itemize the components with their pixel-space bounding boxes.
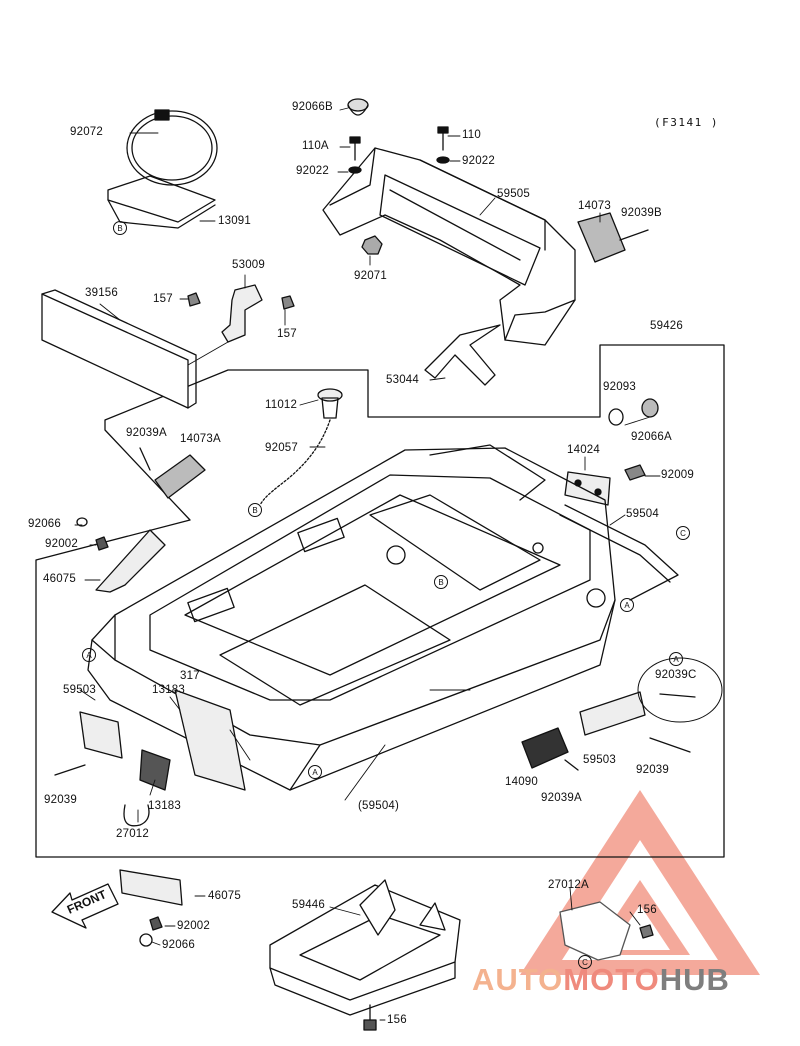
ref-circles	[82, 221, 690, 969]
label-157-right: 157	[277, 328, 297, 340]
ref-a-3: A	[673, 654, 679, 664]
label-110: 110	[462, 129, 481, 141]
label-92039A-top: 92039A	[126, 427, 167, 439]
ref-c-2: C	[582, 957, 588, 967]
label-156-bottom: 156	[387, 1014, 407, 1026]
front-arrow	[51, 883, 119, 929]
label-59504-ref: (59504)	[358, 800, 400, 812]
watermark-part-auto: AUTO	[472, 962, 564, 997]
label-92072: 92072	[70, 126, 103, 138]
label-13183-top: 13183	[152, 684, 185, 696]
label-13183-bottom: 13183	[148, 800, 181, 812]
label-110A: 110A	[302, 140, 329, 152]
label-92039A-bottom: 92039A	[541, 792, 582, 804]
label-13091: 13091	[218, 215, 251, 227]
ref-b-3: B	[438, 577, 444, 587]
label-92039C: 92039C	[655, 669, 697, 681]
label-92066B: 92066B	[292, 101, 333, 113]
label-27012A: 27012A	[548, 879, 589, 891]
label-92039-right: 92039	[636, 764, 669, 776]
label-92071: 92071	[354, 270, 387, 282]
label-46075-bottom: 46075	[208, 890, 241, 902]
label-14090: 14090	[505, 776, 538, 788]
label-46075-top: 46075	[43, 573, 76, 585]
ref-b-1: B	[117, 223, 123, 233]
label-59446: 59446	[292, 899, 325, 911]
strap-part	[107, 109, 218, 229]
label-92022-right: 92022	[462, 155, 495, 167]
ref-c-1: C	[680, 528, 686, 538]
label-92009: 92009	[661, 469, 694, 481]
label-92066-bottom: 92066	[162, 939, 195, 951]
label-92057: 92057	[265, 442, 298, 454]
ref-a-2: A	[86, 650, 92, 660]
label-59426: 59426	[650, 320, 683, 332]
label-11012: 11012	[265, 399, 298, 411]
label-92039-left: 92039	[44, 794, 77, 806]
label-59504: 59504	[626, 508, 659, 520]
watermark-text: AUTOMOTOHUB	[472, 962, 730, 998]
label-27012: 27012	[116, 828, 149, 840]
label-92039B: 92039B	[621, 207, 662, 219]
label-317: 317	[180, 670, 200, 682]
watermark-part-moto: MOTO	[563, 962, 660, 997]
ref-a-1: A	[624, 600, 630, 610]
leader-lines	[74, 107, 661, 1021]
label-14073A: 14073A	[180, 433, 221, 445]
label-92066: 92066	[28, 518, 61, 530]
label-92002-top: 92002	[45, 538, 78, 550]
label-59503-right: 59503	[583, 754, 616, 766]
label-14024: 14024	[567, 444, 600, 456]
ref-a-4: A	[312, 767, 318, 777]
frame-lines	[35, 344, 725, 858]
label-92002-bottom: 92002	[177, 920, 210, 932]
battery-tray	[269, 879, 461, 1031]
label-14073: 14073	[578, 200, 611, 212]
label-92093: 92093	[603, 381, 636, 393]
figure-code: (F3141 )	[654, 116, 719, 129]
carry-handle	[322, 147, 576, 346]
label-92022-left: 92022	[296, 165, 329, 177]
label-156-right: 156	[637, 904, 657, 916]
label-59505: 59505	[497, 188, 530, 200]
label-92066A: 92066A	[631, 431, 672, 443]
label-59503-left: 59503	[63, 684, 96, 696]
watermark-part-hub: HUB	[659, 962, 730, 997]
label-53044: 53044	[386, 374, 419, 386]
ref-b-2: B	[252, 505, 258, 515]
label-53009: 53009	[232, 259, 265, 271]
label-39156: 39156	[85, 287, 118, 299]
label-157-left: 157	[153, 293, 173, 305]
